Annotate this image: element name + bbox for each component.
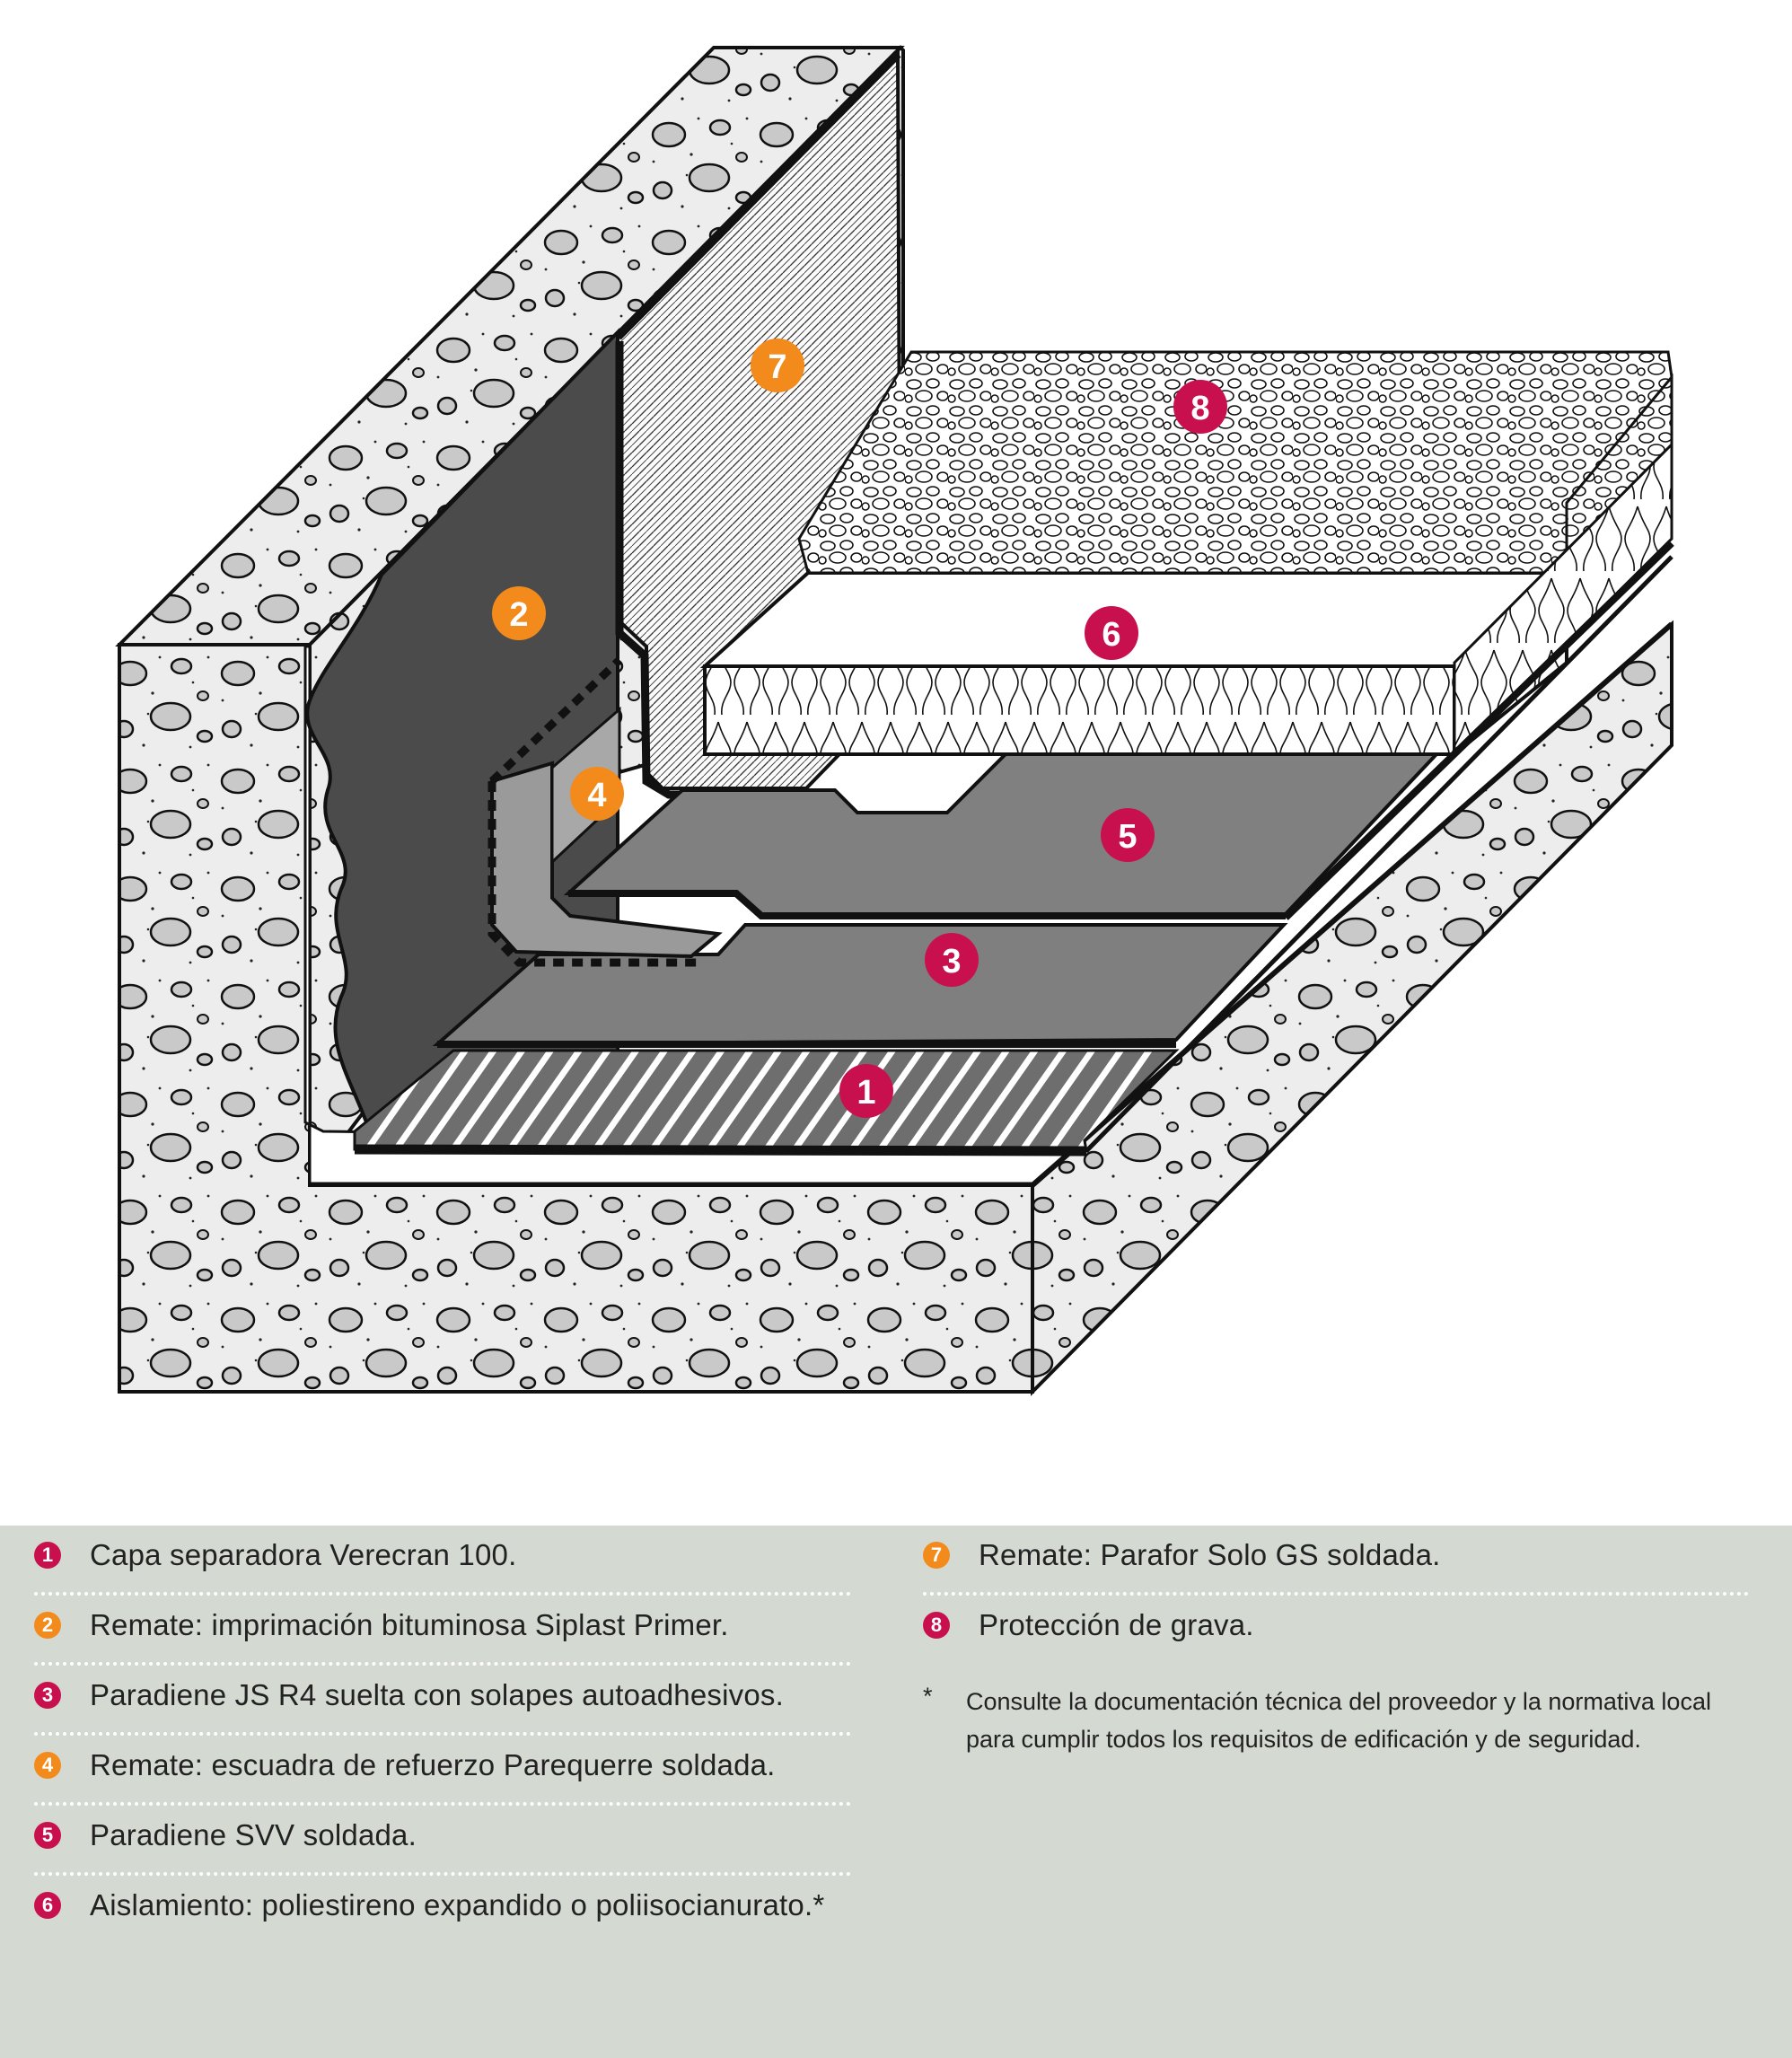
legend-item-8: 8 Protección de grava. [923,1596,1749,1666]
svg-text:2: 2 [509,596,528,634]
legend-panel: 1 Capa separadora Verecran 100. 2 Remate… [0,1526,1792,2058]
legend-badge-1: 1 [34,1542,61,1569]
marker-8: 8 [1173,380,1227,434]
legend-badge-7: 7 [923,1542,950,1569]
roof-detail-diagram: 1 2 3 4 5 6 7 8 [115,45,1674,1396]
legend-item-1: 1 Capa separadora Verecran 100. [34,1526,851,1596]
legend-item-4: 4 Remate: escuadra de refuerzo Parequerr… [34,1736,851,1806]
marker-3: 3 [925,933,979,987]
legend-badge-6: 6 [34,1892,61,1919]
legend-text-6: Aislamiento: poliestireno expandido o po… [90,1888,825,1922]
svg-text:4: 4 [587,777,606,814]
legend-right-column: 7 Remate: Parafor Solo GS soldada. 8 Pro… [923,1526,1749,1753]
legend-item-2: 2 Remate: imprimación bituminosa Siplast… [34,1596,851,1666]
legend-text-3: Paradiene JS R4 suelta con solapes autoa… [90,1678,784,1711]
footnote-text: Consulte la documentación técnica del pr… [966,1688,1711,1753]
legend-item-3: 3 Paradiene JS R4 suelta con solapes aut… [34,1666,851,1736]
legend-text-4: Remate: escuadra de refuerzo Parequerre … [90,1748,776,1781]
legend-badge-5: 5 [34,1822,61,1849]
legend-item-6: 6 Aislamiento: poliestireno expandido o … [34,1876,851,1946]
layer-separator [353,1049,1180,1153]
legend-item-5: 5 Paradiene SVV soldada. [34,1806,851,1876]
svg-text:8: 8 [1190,390,1209,427]
legend-text-1: Capa separadora Verecran 100. [90,1538,517,1571]
marker-5: 5 [1101,808,1155,862]
insulation-front [703,664,1456,756]
marker-2: 2 [492,586,546,640]
svg-text:7: 7 [768,348,786,386]
svg-text:1: 1 [856,1074,875,1112]
legend-badge-4: 4 [34,1752,61,1779]
legend-text-5: Paradiene SVV soldada. [90,1818,417,1851]
legend-badge-2: 2 [34,1612,61,1639]
legend-text-2: Remate: imprimación bituminosa Siplast P… [90,1608,729,1641]
gravel-top [797,350,1673,575]
legend-badge-8: 8 [923,1612,950,1639]
marker-7: 7 [751,339,804,392]
legend-left-column: 1 Capa separadora Verecran 100. 2 Remate… [34,1526,851,1946]
footnote-symbol: * [923,1683,933,1710]
marker-6: 6 [1085,606,1138,660]
svg-text:6: 6 [1102,616,1120,654]
marker-4: 4 [570,767,624,821]
legend-item-7: 7 Remate: Parafor Solo GS soldada. [923,1526,1749,1596]
legend-text-7: Remate: Parafor Solo GS soldada. [979,1538,1441,1571]
gravel-edge-face [1453,441,1673,758]
insulation-top [699,571,1572,668]
svg-text:5: 5 [1118,818,1137,856]
legend-text-8: Protección de grava. [979,1608,1254,1641]
legend-badge-3: 3 [34,1682,61,1709]
marker-1: 1 [839,1064,893,1118]
svg-text:3: 3 [942,943,961,981]
